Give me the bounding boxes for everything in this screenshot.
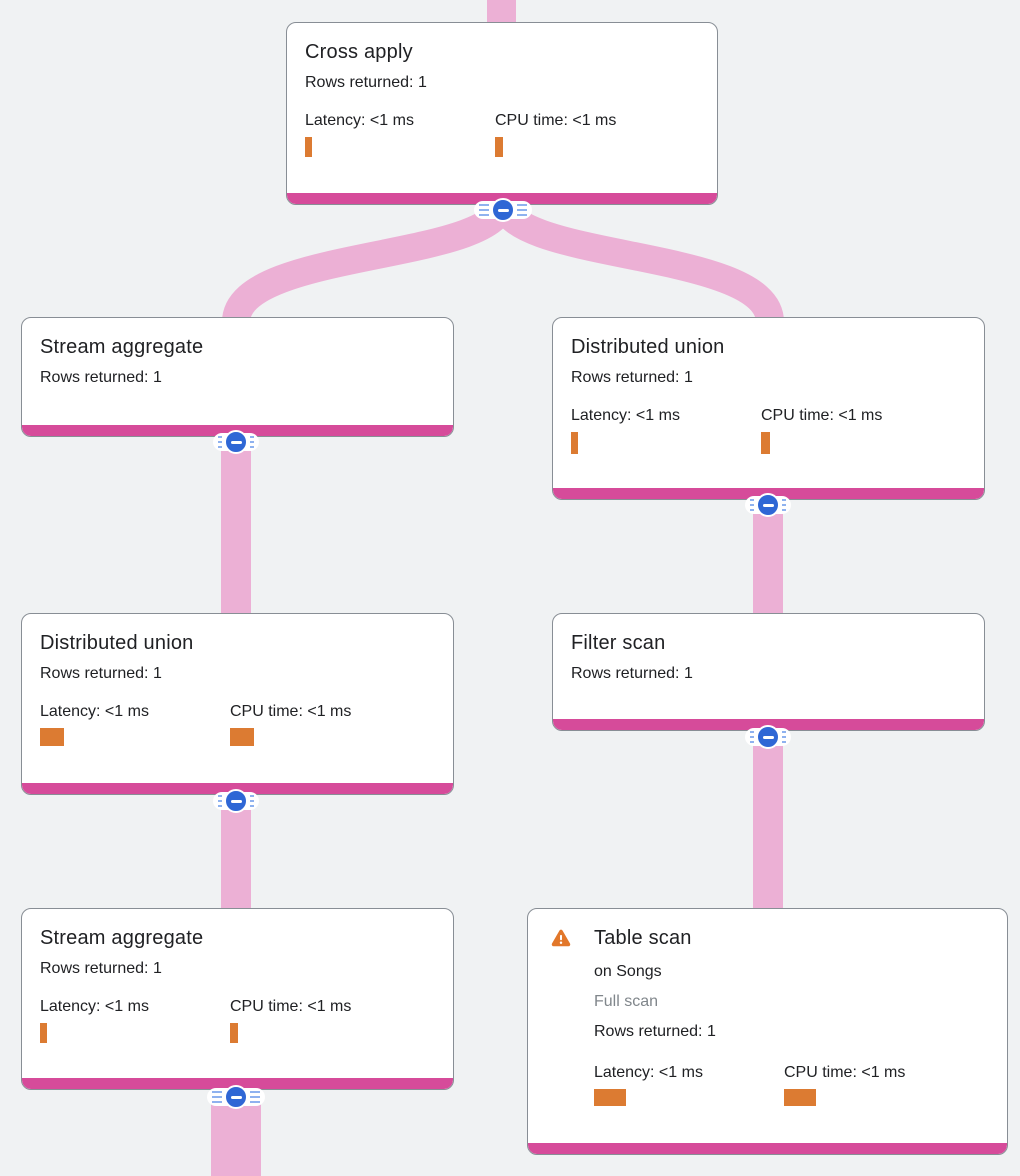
cpu-time-bar [230,1023,238,1043]
latency-label: Latency: <1 ms [571,407,680,424]
warning-icon [551,929,571,947]
link-cross-apply-to-stream-aggregate [222,197,517,325]
link-stripes [250,436,254,448]
cpu-time-label: CPU time: <1 ms [761,407,883,424]
collapse-button-distributed-union-left[interactable] [213,789,259,813]
cpu-time-bar [495,137,503,157]
cpu-time-label: CPU time: <1 ms [495,112,617,129]
node-title: Table scan [594,927,692,949]
node-accent-bar [553,719,984,730]
node-title: Stream aggregate [40,336,204,358]
link-stripes [782,731,786,743]
node-title: Cross apply [305,41,413,63]
plan-node-filter-scan[interactable]: Filter scan Rows returned: 1 [552,613,985,731]
node-accent-bar [22,783,453,794]
link-cross-apply-to-distributed-union [489,197,784,325]
link-stripes [250,1091,260,1103]
cpu-time-label: CPU time: <1 ms [230,998,352,1015]
node-title: Distributed union [571,336,725,358]
link-stripes [479,204,489,216]
rows-returned: Rows returned: 1 [594,1023,716,1040]
collapse-button-stream-aggregate-bottom[interactable] [207,1085,265,1109]
plan-node-cross-apply[interactable]: Cross apply Rows returned: 1 Latency: <1… [286,22,718,205]
rows-returned: Rows returned: 1 [305,74,427,91]
rows-returned: Rows returned: 1 [40,960,162,977]
link-stripes [250,795,254,807]
latency-label: Latency: <1 ms [305,112,414,129]
plan-node-stream-aggregate-top[interactable]: Stream aggregate Rows returned: 1 [21,317,454,437]
node-accent-bar [528,1143,1007,1154]
link-stripes [212,1091,222,1103]
rows-returned: Rows returned: 1 [40,369,162,386]
latency-bar [571,432,578,454]
latency-label: Latency: <1 ms [40,998,149,1015]
collapse-button-filter-scan[interactable] [745,725,791,749]
collapse-minus-icon [756,725,780,749]
link-stripes [218,795,222,807]
latency-bar [40,1023,47,1043]
plan-node-table-scan[interactable]: Table scan on Songs Full scan Rows retur… [527,908,1008,1155]
collapse-button-stream-aggregate-top[interactable] [213,430,259,454]
collapse-minus-icon [491,198,515,222]
plan-node-distributed-union-left[interactable]: Distributed union Rows returned: 1 Laten… [21,613,454,795]
collapse-button-cross-apply[interactable] [474,198,532,222]
latency-bar [305,137,312,157]
collapse-minus-icon [224,430,248,454]
cpu-time-label: CPU time: <1 ms [784,1064,906,1081]
latency-bar [594,1089,626,1106]
collapse-minus-icon [224,1085,248,1109]
plan-node-stream-aggregate-bottom[interactable]: Stream aggregate Rows returned: 1 Latenc… [21,908,454,1090]
node-accent-bar [22,1078,453,1089]
collapse-button-distributed-union-right[interactable] [745,493,791,517]
cpu-time-bar [761,432,770,454]
rows-returned: Rows returned: 1 [40,665,162,682]
plan-node-distributed-union-right[interactable]: Distributed union Rows returned: 1 Laten… [552,317,985,500]
latency-label: Latency: <1 ms [40,703,149,720]
cpu-time-bar [784,1089,816,1106]
collapse-minus-icon [224,789,248,813]
node-title: Distributed union [40,632,194,654]
cpu-time-label: CPU time: <1 ms [230,703,352,720]
rows-returned: Rows returned: 1 [571,665,693,682]
scan-type-label: Full scan [594,993,659,1010]
cpu-time-bar [230,728,254,746]
node-title: Stream aggregate [40,927,204,949]
link-stripes [750,731,754,743]
rows-returned: Rows returned: 1 [571,369,693,386]
latency-bar [40,728,64,746]
node-subtitle: on Songs [594,963,662,980]
link-stripes [517,204,527,216]
link-stripes [782,499,786,511]
latency-label: Latency: <1 ms [594,1064,703,1081]
node-title: Filter scan [571,632,666,654]
collapse-minus-icon [756,493,780,517]
link-stripes [750,499,754,511]
link-stripes [218,436,222,448]
